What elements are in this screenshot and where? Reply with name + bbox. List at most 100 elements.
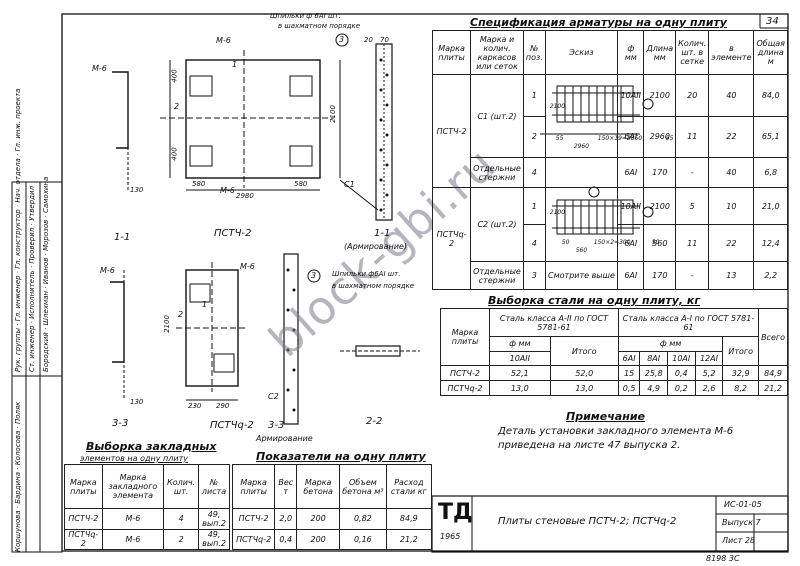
dim-580a: 580 xyxy=(192,180,206,188)
dim-70: 70 xyxy=(380,36,389,44)
section-2-2: 2-2 xyxy=(366,416,383,427)
emb-cell: ПСТЧ-2 xyxy=(64,508,103,530)
steel-cell: 84,9 xyxy=(758,365,788,382)
emb-cell: М-6 xyxy=(101,528,165,550)
view-pstchq2: ПСТЧq-2 xyxy=(210,420,254,431)
stamp-names: Бородский · Шлехман · Иванов · Морозов ·… xyxy=(42,176,50,372)
spec-cell xyxy=(544,157,619,189)
steel-h-total: Всего xyxy=(758,307,788,367)
ind-h-weight: Вес т xyxy=(274,464,298,509)
spec-cell: ПСТЧq-2 xyxy=(431,187,472,290)
stamp-role: Утвердил xyxy=(28,185,36,222)
steel-h-8a1: 8АI xyxy=(639,350,668,367)
spec-cell: 1 xyxy=(522,187,546,226)
steel-group-a2: Сталь класса А-II по ГОСТ 5781-61 xyxy=(489,307,619,338)
steel-cell: 0,2 xyxy=(666,380,696,396)
armirovanie-label-2: Армирование xyxy=(256,434,313,443)
spec-cell: 4 xyxy=(522,157,546,189)
spec-cell: 560 xyxy=(643,224,677,262)
label-n3b: 3 xyxy=(311,271,317,280)
c2-dim-total: 560 xyxy=(575,247,588,255)
spec-cell: 84,0 xyxy=(753,74,788,117)
note-title: Примечание xyxy=(566,410,645,423)
spec-cell: 6,8 xyxy=(753,157,788,189)
title-block-name: Плиты стеновые ПСТЧ-2; ПСТЧq-2 xyxy=(498,516,677,527)
studs-note-b2: в шахматном порядке xyxy=(332,282,415,290)
spec-cell: 65,1 xyxy=(753,115,788,159)
title-block-year: 1965 xyxy=(440,532,461,541)
title-block-logo: ТД xyxy=(438,500,473,525)
steel-h-sum-a1: Итого xyxy=(722,336,760,367)
indicators-title: Показатели на одну плиту xyxy=(256,450,426,463)
table-row: ПСТЧq-2 С2 (шт.2) 1 2100 50 150×2=300 50… xyxy=(431,187,788,290)
emb-h-mark: Марка плиты xyxy=(64,464,103,509)
title-block-series: ИС-01-05 xyxy=(724,500,762,509)
title-block-sheet: Лист 28 xyxy=(722,536,755,545)
c2-dim-r: 50 xyxy=(651,239,660,247)
c1-dim-l: 55 xyxy=(555,134,564,142)
stamp-role: Гл. конструктор xyxy=(14,209,22,269)
spec-cell: 22 xyxy=(708,224,755,262)
stamp-name: Самохина xyxy=(42,176,50,214)
stamp-name: Колосова xyxy=(14,430,22,466)
spec-h-frames: Марка и колич. каркасов или сеток xyxy=(470,30,524,75)
steel-cell: 13,0 xyxy=(549,380,619,396)
steel-cell: ПСТЧ-2 xyxy=(440,365,490,382)
spec-cell: 2100 xyxy=(643,187,677,226)
table-row: 2 6АI 2960 11 22 65,1 xyxy=(433,115,788,159)
stamp-role: Нач. отдела xyxy=(14,158,22,203)
spec-h-qty-net: Колич. шт. в сетке xyxy=(675,30,710,75)
steel-h-10a1: 10АI xyxy=(666,350,696,367)
c1-dim-total: 2960 xyxy=(573,142,590,150)
armirovanie-label: (Армирование) xyxy=(344,242,407,251)
dim-130b: 130 xyxy=(130,398,144,406)
dim-230: 230 xyxy=(188,402,202,410)
indicators-table: Марка плиты Вес т Марка бетона Объем бет… xyxy=(231,464,433,550)
steel-phi-a2: ф мм xyxy=(489,336,551,352)
spec-cell: 10 xyxy=(708,187,755,226)
stamp-name: Поляк xyxy=(14,401,22,425)
spec-cell: 6АI xyxy=(617,261,645,290)
ind-cell: 200 xyxy=(296,508,341,530)
m6-label-3: М-6 xyxy=(220,186,235,195)
spec-cell: ПСТЧ-2 xyxy=(431,73,472,189)
dim-130: 130 xyxy=(130,186,144,194)
stamp-names-2: Коршунова · Бардина · Колосова · Поляк xyxy=(14,401,22,552)
dim-20: 20 xyxy=(364,36,373,44)
spec-cell: Отдельные стержни xyxy=(470,261,524,290)
c2-dim-l: 50 xyxy=(561,239,570,247)
spec-h-qty-el: в элементе xyxy=(708,30,755,75)
table-row: ПСТЧ-2 М-6 4 49, вып.2 xyxy=(64,508,230,530)
spec-cell: 10АII xyxy=(617,187,645,226)
ind-cell: ПСТЧ-2 xyxy=(231,508,276,530)
emb-cell: 4 xyxy=(163,508,200,530)
label-n2b: 2 xyxy=(178,310,184,319)
spec-sketch-c2: 2100 50 150×2=300 50 560 xyxy=(544,187,659,262)
stamp-role: Ст. инженер xyxy=(28,325,36,372)
m6-label: М-6 xyxy=(92,64,107,73)
table-row: Отдельные стержни 3 Смотрите выше 6АI 17… xyxy=(433,261,788,290)
ind-h-steel: Расход стали кг xyxy=(385,464,433,509)
title-block-code: 8198 3С xyxy=(706,554,740,563)
stamp-roles-2: Ст. инженер · Исполнитель · Проверил · У… xyxy=(28,185,36,372)
steel-h-mark: Марка плиты xyxy=(440,307,490,367)
spec-cell: 11 xyxy=(675,224,710,262)
embedded-table: Марка плиты Марка закладного элемента Ко… xyxy=(64,464,230,550)
spec-cell: Отдельные стержни xyxy=(470,157,524,189)
stamp-name: Иванов xyxy=(42,257,50,285)
stamp-role: Гл. инженер xyxy=(14,275,22,322)
emb-cell: 49, вып.2 xyxy=(198,508,230,530)
spec-h-len: Длина мм xyxy=(643,30,677,75)
spec-cell: 11 xyxy=(675,115,710,159)
c1-dim-top: 150×19=2850 xyxy=(597,134,643,142)
spec-cell: 6АI xyxy=(617,115,645,159)
spec-cell: С1 (шт.2) xyxy=(470,73,524,159)
c1-dim-h: 2100 xyxy=(549,102,566,110)
spec-cell: 22 xyxy=(708,115,755,159)
spec-table: Марка плиты Марка и колич. каркасов или … xyxy=(431,30,788,290)
ind-h-grade: Марка бетона xyxy=(296,464,341,509)
spec-cell: 2 xyxy=(522,115,546,159)
stamp-name: Коршунова xyxy=(14,510,22,552)
steel-h-sum-a2: Итого xyxy=(549,336,619,367)
embedded-title-1: Выборка закладных xyxy=(86,440,217,453)
